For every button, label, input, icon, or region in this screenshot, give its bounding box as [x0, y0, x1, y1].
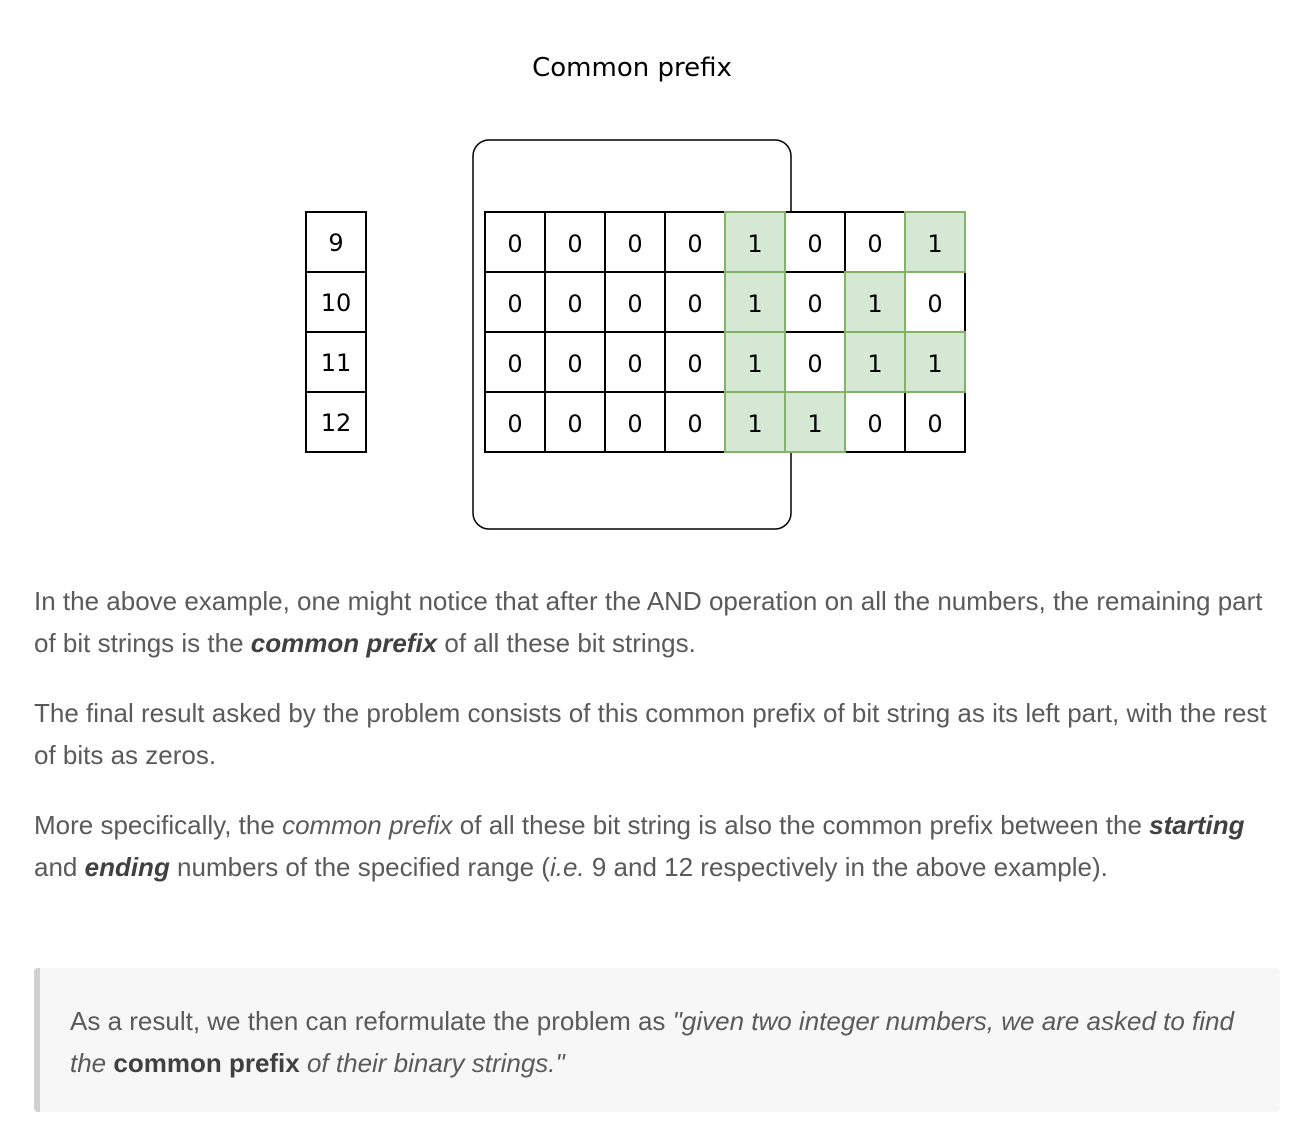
paragraph-specifically: More specifically, the common prefix of … [34, 804, 1284, 888]
bit-cell [784, 211, 846, 273]
bit-label: 0 [627, 230, 642, 258]
bit-cell [664, 331, 726, 393]
bit-grid: 0 0 0 0 1 0 0 1 0 0 0 0 1 0 1 0 0 0 0 0 1 0 1 1 0 0 0 0 1 1 0 0 [484, 211, 966, 453]
bit-label: 0 [507, 410, 522, 438]
bit-label: 0 [627, 410, 642, 438]
callout-quote-text: "given two integer numbers, we are asked… [70, 1006, 1234, 1078]
bit-label: 0 [807, 350, 822, 378]
paragraph-text: of all these bit string is also the comm… [452, 810, 1150, 840]
bit-cell [664, 211, 726, 273]
paragraph-text: of all these bit strings. [437, 628, 696, 658]
paragraph-text: The final result asked by the problem co… [34, 698, 1267, 770]
bit-cell [904, 391, 966, 453]
number-label: 11 [321, 349, 352, 377]
bit-cell [484, 391, 546, 453]
bit-label: 1 [747, 350, 762, 378]
callout-text: As a result, we then can reformulate the… [70, 1000, 1260, 1084]
bit-label: 0 [507, 350, 522, 378]
number-label: 10 [321, 289, 352, 317]
bit-label: 0 [927, 410, 942, 438]
bit-label: 1 [867, 350, 882, 378]
bit-label: 0 [807, 290, 822, 318]
figure-title: Common prefix [532, 53, 732, 83]
number-cell [305, 391, 367, 453]
italic-ie: i.e. [549, 852, 585, 882]
emphasis-ending: ending [84, 852, 170, 882]
bit-label: 0 [687, 290, 702, 318]
bit-label: 0 [567, 350, 582, 378]
emphasis-common-prefix: common prefix [250, 628, 438, 658]
bit-cell [484, 271, 546, 333]
bit-cell [544, 391, 606, 453]
bit-label: 0 [867, 230, 882, 258]
bit-label: 0 [807, 230, 822, 258]
bit-label: 0 [567, 290, 582, 318]
bit-label: 1 [927, 230, 942, 258]
bit-cell-highlighted [904, 331, 966, 393]
paragraph-text: In the above example, one might notice t… [34, 586, 1263, 658]
paragraph-and-result: In the above example, one might notice t… [34, 580, 1284, 664]
bit-label: 0 [567, 230, 582, 258]
reformulation-callout: As a result, we then can reformulate the… [34, 968, 1280, 1112]
bit-label: 1 [747, 410, 762, 438]
paragraph-final-result: The final result asked by the problem co… [34, 692, 1284, 776]
paragraph-text: 9 and 12 respectively in the above examp… [584, 852, 1108, 882]
bit-cell [544, 271, 606, 333]
bit-cell-highlighted [724, 271, 786, 333]
bit-label: 0 [507, 230, 522, 258]
bit-label: 0 [927, 290, 942, 318]
bit-label: 0 [567, 410, 582, 438]
number-label: 12 [321, 409, 352, 437]
bit-cell [484, 331, 546, 393]
number-column: 9 10 11 12 [305, 211, 367, 453]
bit-label: 0 [627, 290, 642, 318]
bit-cell-highlighted [904, 211, 966, 273]
callout-quote-text: of their binary strings." [299, 1048, 565, 1078]
paragraph-text: numbers of the specified range ( [169, 852, 550, 882]
bit-label: 0 [687, 230, 702, 258]
italic-common-prefix: common prefix [282, 810, 453, 840]
emphasis-starting: starting [1149, 810, 1245, 840]
bit-label: 1 [807, 410, 822, 438]
paragraph-text: More specifically, the [34, 810, 283, 840]
bit-label: 0 [507, 290, 522, 318]
bit-cell-highlighted [724, 331, 786, 393]
bit-cell [544, 211, 606, 273]
bit-label: 1 [747, 290, 762, 318]
number-cell [305, 331, 367, 393]
bit-label: 0 [867, 410, 882, 438]
bit-cell-highlighted [724, 391, 786, 453]
bit-label: 1 [747, 230, 762, 258]
bit-cell [604, 211, 666, 273]
bit-label: 1 [867, 290, 882, 318]
bit-label: 0 [687, 350, 702, 378]
bit-cell-highlighted [784, 391, 846, 453]
callout-plain-text: As a result, we then can reformulate the… [70, 1006, 673, 1036]
paragraph-text: and [34, 852, 85, 882]
number-label: 9 [328, 229, 343, 257]
bit-label: 0 [627, 350, 642, 378]
bit-label: 1 [927, 350, 942, 378]
bit-cell-highlighted [844, 271, 906, 333]
bit-label: 0 [687, 410, 702, 438]
callout-bold-common-prefix: common prefix [113, 1048, 300, 1078]
